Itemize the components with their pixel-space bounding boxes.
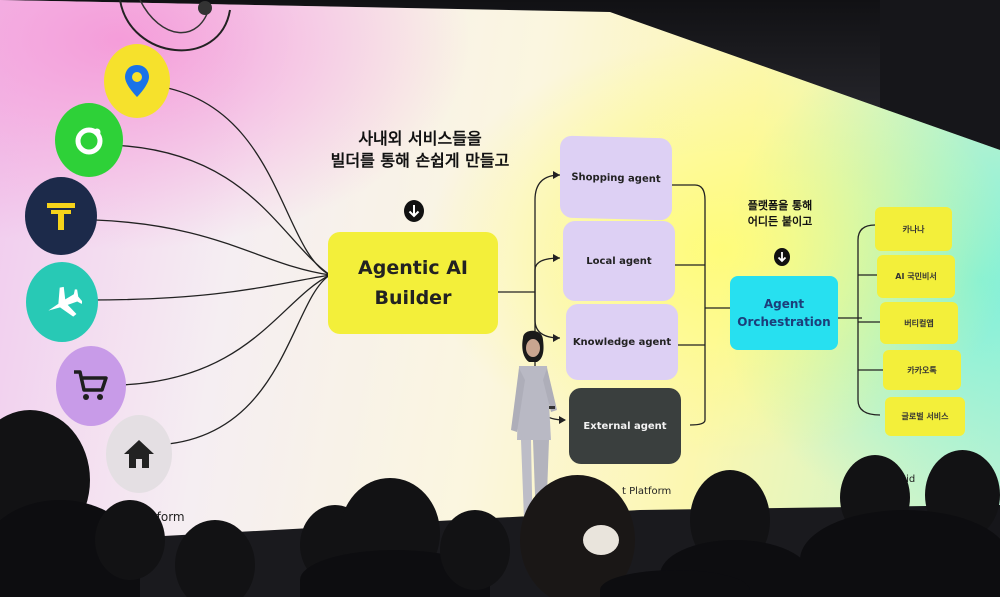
footer-middle-label: t Platform xyxy=(622,486,672,497)
green-circle-app-icon xyxy=(55,103,123,177)
agent-orchestration-box: Agent Orchestration xyxy=(730,276,838,350)
builder-label-line-1: Agentic AI xyxy=(358,257,468,279)
knowledge-agent-box: Knowledge agent xyxy=(566,304,678,380)
shopping-cart-icon xyxy=(56,346,126,426)
external-agent-label: External agent xyxy=(583,420,667,432)
builder-heading-line-2: 빌더를 통해 손쉽게 만들고 xyxy=(330,151,510,170)
audience-body xyxy=(600,570,750,597)
hair-clip xyxy=(583,525,619,555)
agentic-ai-builder-box: Agentic AI Builder xyxy=(328,232,498,334)
builder-label-line-2: Builder xyxy=(374,287,452,309)
builder-down-arrow-icon xyxy=(404,200,424,222)
knowledge-agent-label: Knowledge agent xyxy=(572,336,672,348)
map-pin-icon xyxy=(104,44,170,118)
local-agent-label: Local agent xyxy=(586,255,652,267)
service-global: 글로벌 서비스 xyxy=(885,397,965,436)
hanging-cables xyxy=(119,0,231,52)
airplane-icon xyxy=(26,262,98,342)
service-label: 카카오톡 xyxy=(907,365,937,375)
builder-heading-line-1: 사내외 서비스들을 xyxy=(358,129,482,148)
orchestration-label-line-2: Orchestration xyxy=(737,315,831,329)
kakao-t-icon xyxy=(25,177,97,255)
builder-heading: 사내외 서비스들을 빌더를 통해 손쉽게 만들고 xyxy=(320,128,520,172)
service-kanana: 카나나 xyxy=(875,207,952,251)
service-label: 글로벌 서비스 xyxy=(901,412,949,421)
orchestration-heading-line-1: 플랫폼을 통해 xyxy=(747,199,813,212)
service-kakaotalk: 카카오톡 xyxy=(883,350,961,390)
orchestration-label-line-1: Agent xyxy=(763,297,805,311)
shopping-agent-label: Shopping agent xyxy=(571,171,661,185)
audience-head xyxy=(440,510,510,590)
service-label: 버티컬앱 xyxy=(904,318,934,328)
home-icon xyxy=(106,415,172,493)
audience-head xyxy=(175,520,255,597)
shopping-agent-box: Shopping agent xyxy=(560,135,672,221)
service-vertical-app: 버티컬앱 xyxy=(880,302,958,344)
service-label: AI 국민비서 xyxy=(895,272,937,281)
orchestration-heading-line-2: 어디든 붙이고 xyxy=(747,215,813,228)
local-agent-box: Local agent xyxy=(563,221,675,301)
audience-body xyxy=(800,510,1000,597)
service-label: 카나나 xyxy=(902,224,925,234)
service-ai-assistant: AI 국민비서 xyxy=(877,255,955,298)
orchestration-heading: 플랫폼을 통해 어디든 붙이고 xyxy=(720,198,840,230)
external-agent-box: External agent xyxy=(569,388,681,464)
orchestration-down-arrow-icon xyxy=(774,248,790,266)
audience-head xyxy=(95,500,165,580)
